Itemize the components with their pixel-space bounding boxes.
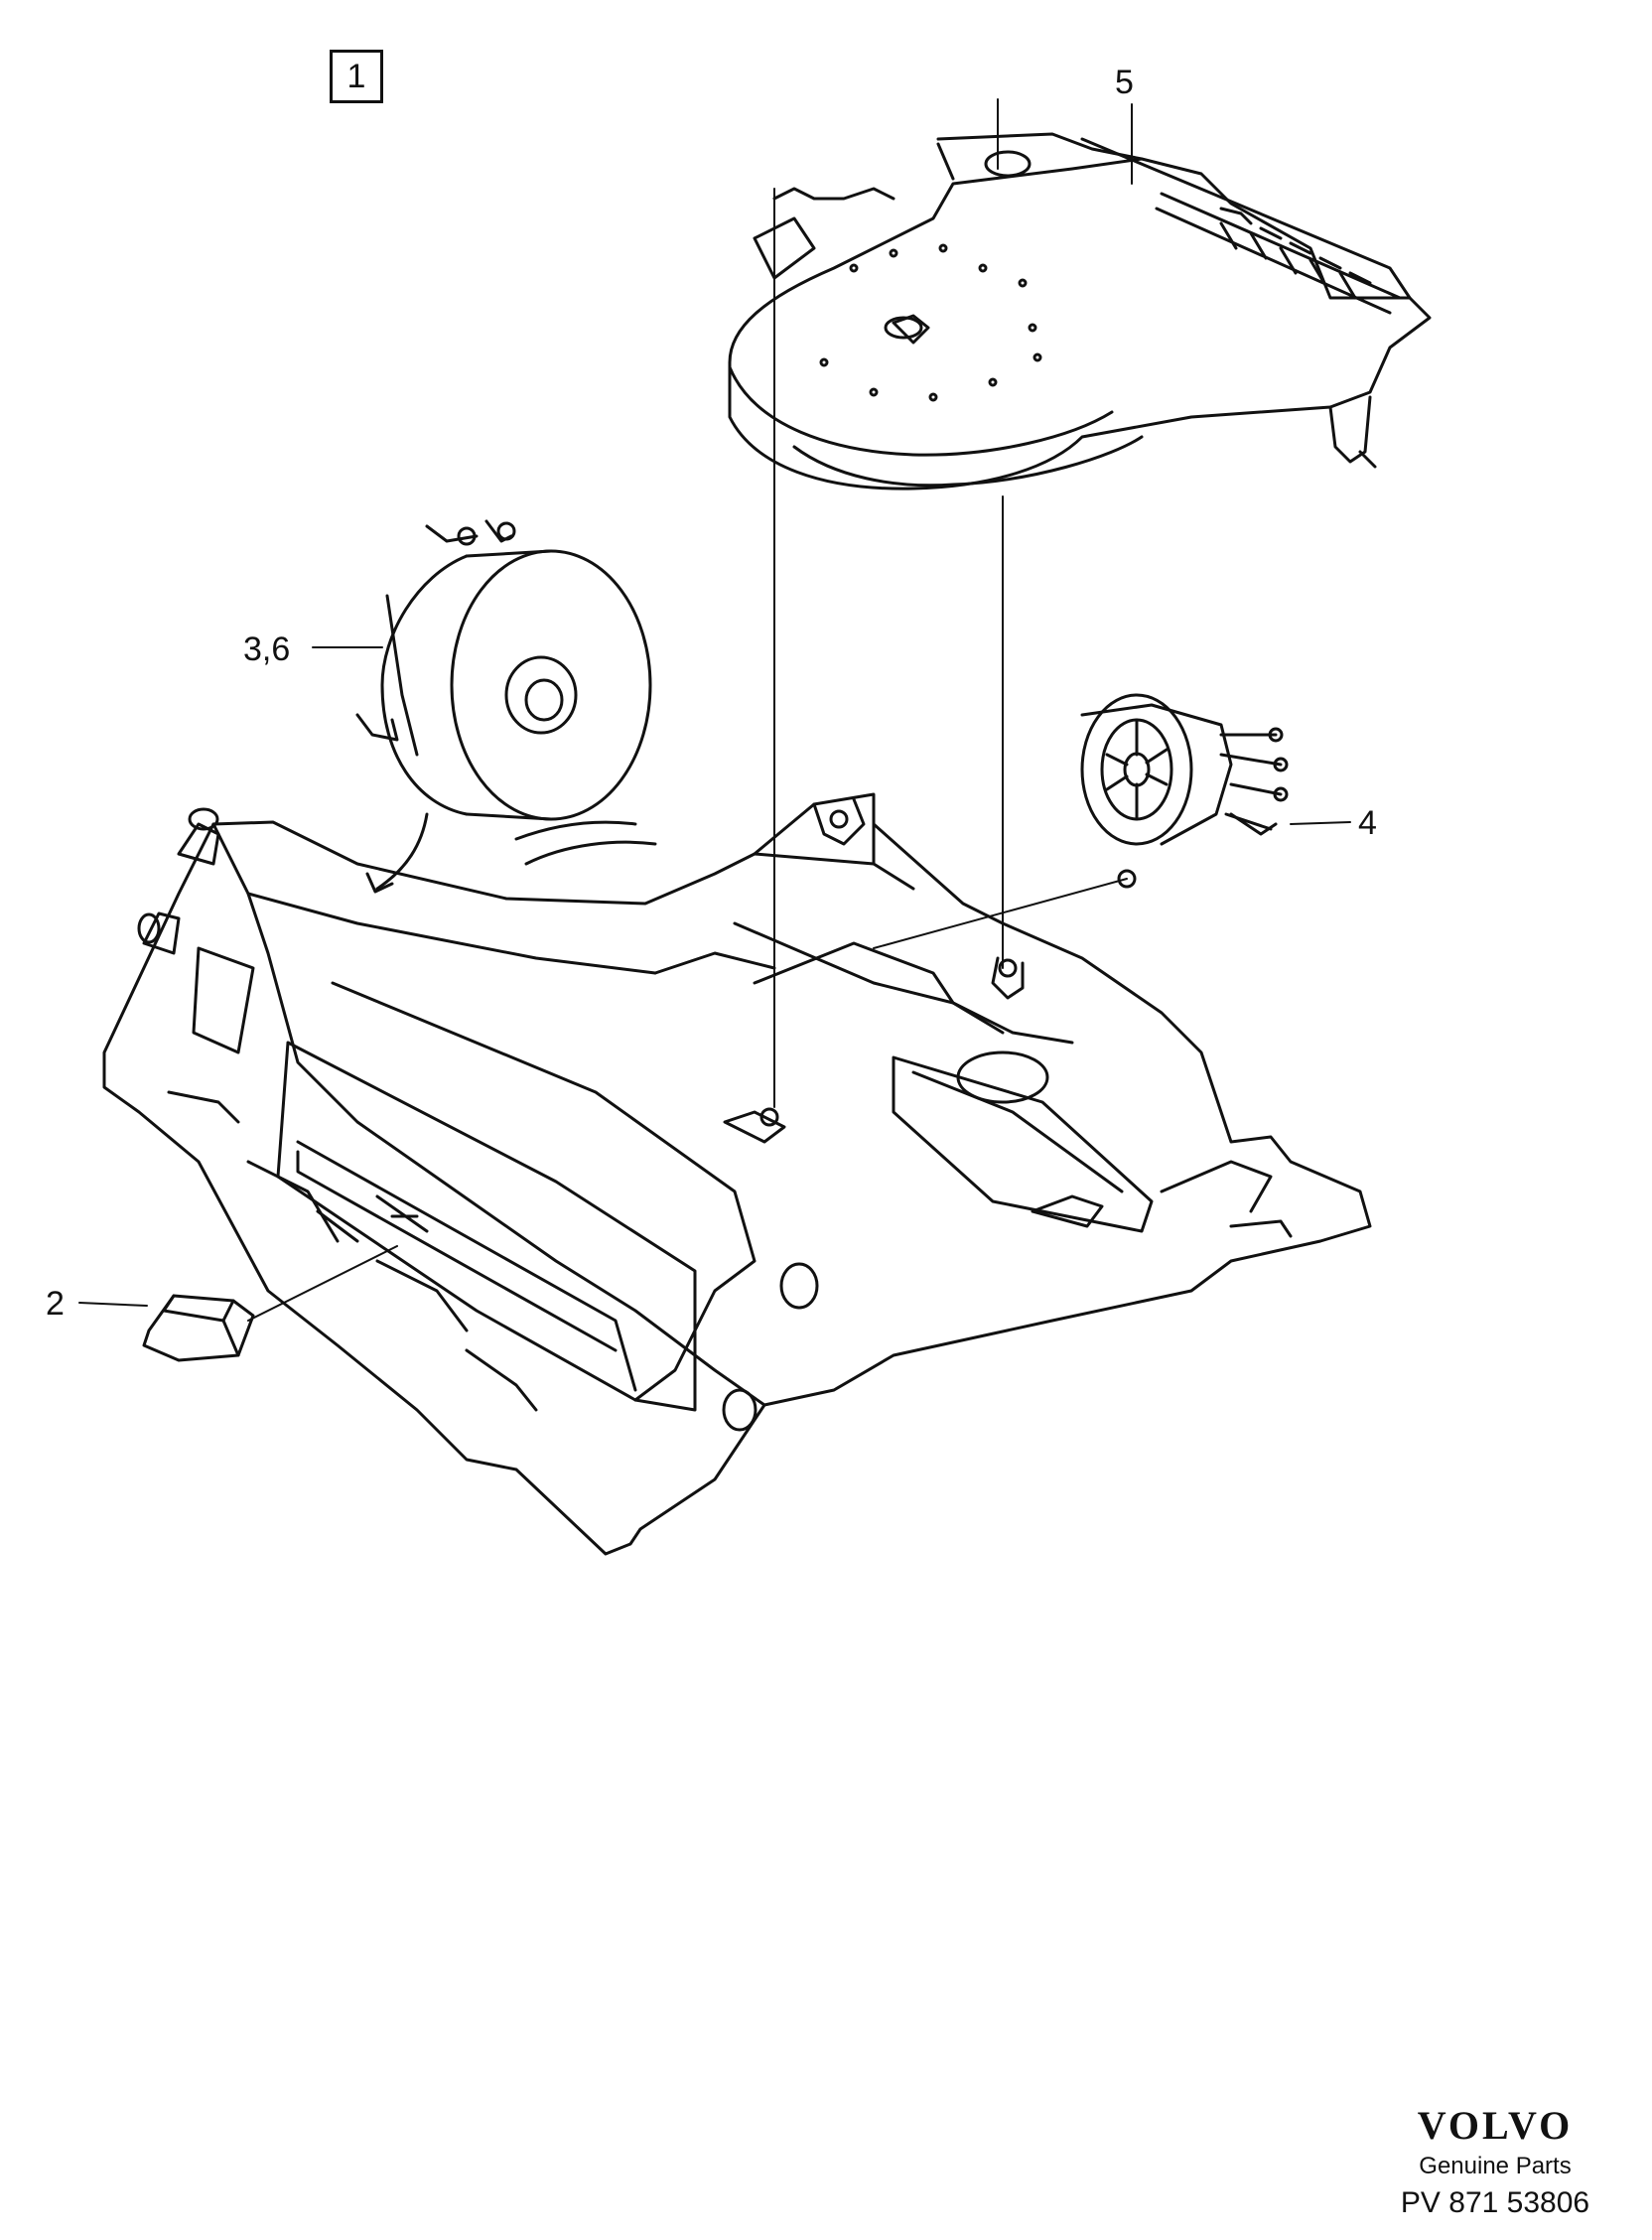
callout-4: 4 [1358, 804, 1377, 842]
leader-lines [78, 98, 1351, 1322]
callout-3-6: 3,6 [243, 630, 291, 668]
part-5-mounting-plate [728, 132, 1432, 490]
part-diagram-code: PV 871 53806 [1400, 2186, 1590, 2219]
figure-number: 1 [346, 57, 366, 95]
part-3-6-timer-unit [355, 519, 652, 821]
figure-number-box: 1 [330, 50, 383, 103]
part-2-knob [142, 1294, 255, 1362]
assembly-arrow [365, 812, 429, 894]
volvo-logo: VOLVO [1417, 2103, 1574, 2148]
main-housing [102, 792, 1372, 1556]
part-4-switch-knob [1080, 693, 1289, 889]
brand-block: VOLVO Genuine Parts PV 871 53806 [1376, 2102, 1614, 2220]
callout-2: 2 [46, 1285, 65, 1323]
callout-5: 5 [1115, 64, 1134, 101]
brand-subtitle: Genuine Parts [1419, 2153, 1572, 2179]
